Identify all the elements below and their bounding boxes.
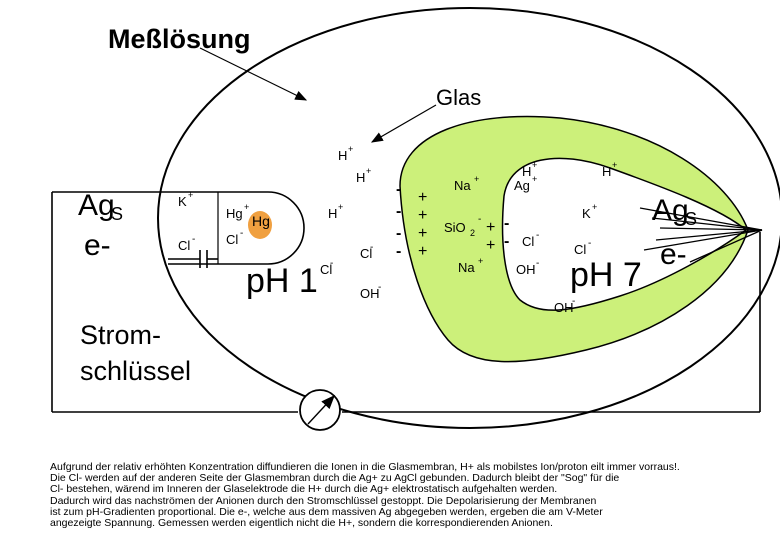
cl-left-bridge-charge: - <box>192 234 195 245</box>
na-ion-2-charge: + <box>478 256 483 266</box>
cl-solution-1-charge: - <box>370 242 373 253</box>
svg-text:-: - <box>504 215 509 232</box>
caption-line-3: Cl- bestehen, wärend im Inneren der Glas… <box>50 483 558 496</box>
ph7-label: pH 7 <box>570 256 642 294</box>
cl-solution-1: Cl <box>360 246 372 261</box>
messloesung-label: Meßlösung <box>108 24 251 54</box>
voltmeter-icon <box>299 389 341 431</box>
caption-line-4: Dadurch wird das nachströmen der Anionen… <box>50 494 597 507</box>
e-left-label: e- <box>84 229 111 262</box>
oh-inner: OH <box>516 262 536 277</box>
svg-text:-: - <box>396 243 401 260</box>
hg-ion-label: Hg <box>226 206 243 221</box>
glas-label: Glas <box>436 85 481 110</box>
svg-text:-: - <box>396 203 401 220</box>
cl-right-label: Cl <box>574 242 586 257</box>
cl-solution-2-charge: - <box>330 258 333 269</box>
h-ion-3: H <box>328 206 337 221</box>
capacitor-icon <box>168 250 218 268</box>
k-right-charge: + <box>592 202 597 212</box>
k-left-charge: + <box>188 190 193 200</box>
h-ion-4: H <box>522 164 531 179</box>
strom-label-line1: Strom- <box>80 320 161 350</box>
na-ion-1: Na <box>454 178 471 193</box>
svg-text:-: - <box>396 225 401 242</box>
svg-text:+: + <box>486 219 495 236</box>
membrane-inner-charges: + + - - <box>486 215 509 254</box>
glas-pointer <box>370 104 437 143</box>
ph1-label: pH 1 <box>246 262 318 300</box>
ag-wire-fan <box>639 207 763 263</box>
ags-left-main: Ag <box>78 189 115 222</box>
oh-solution: OH <box>360 286 380 301</box>
membrane-outer-plus: + + + + <box>418 189 427 260</box>
svg-text:+: + <box>418 189 427 206</box>
na-ion-2: Na <box>458 260 475 275</box>
strom-label-line2: schlüssel <box>80 356 191 386</box>
h-ion-5-charge: + <box>612 160 617 170</box>
svg-text:+: + <box>418 207 427 224</box>
e-right-label: e- <box>660 238 687 271</box>
glass-interior <box>501 157 748 311</box>
caption-line-6: angezeigte Spannung. Gemessen werden eig… <box>50 517 553 530</box>
sio2-charge: - <box>478 214 481 225</box>
cl-inner-right-charge: - <box>536 230 539 241</box>
h-ion-2-charge: + <box>366 166 371 176</box>
cl-left-inner: Cl <box>226 232 238 247</box>
cl-inner-right: Cl <box>522 234 534 249</box>
na-ion-1-charge: + <box>474 174 479 184</box>
h-ion-3-charge: + <box>338 202 343 212</box>
cl-left-inner-charge: - <box>240 228 243 239</box>
h-ion-1-charge: + <box>348 144 353 154</box>
explanation-caption: Aufgrund der relativ erhöhten Konzentrat… <box>50 461 770 530</box>
svg-text:+: + <box>418 225 427 242</box>
ag-ion-charge: + <box>532 174 537 184</box>
svg-text:-: - <box>396 181 401 198</box>
h-ion-1: H <box>338 148 347 163</box>
ags-left-sub: S <box>111 204 123 224</box>
svg-text:-: - <box>504 233 509 250</box>
h-ion-5: H <box>602 164 611 179</box>
oh-outer-right-charge: - <box>572 296 575 307</box>
ags-right-main: Ag <box>652 194 689 227</box>
sio2-label: SiO <box>444 220 466 235</box>
salt-bridge <box>168 191 305 265</box>
messloesung-pointer <box>199 47 308 101</box>
k-left-label: K <box>178 194 187 209</box>
cl-right-charge: - <box>588 238 591 249</box>
hg-drop <box>248 211 272 239</box>
hg-ion-charge: + <box>244 202 249 212</box>
h-ion-2: H <box>356 170 365 185</box>
caption-line-5: ist zum pH-Gradienten proportional. Die … <box>50 505 603 518</box>
cl-solution-2: Cl <box>320 262 332 277</box>
membrane-outer-minus: - - - - <box>396 181 401 260</box>
hg-metal-label: Hg <box>252 213 270 229</box>
sio2-sub: 2 <box>470 228 475 238</box>
oh-solution-charge: - <box>378 282 381 293</box>
cl-left-bridge: Cl <box>178 238 190 253</box>
ags-right-sub: S <box>685 209 697 229</box>
oh-inner-charge: - <box>536 258 539 269</box>
svg-text:+: + <box>418 243 427 260</box>
ag-ion-label: Ag <box>514 178 530 193</box>
caption-line-2: Die Cl- werden auf der anderen Seite der… <box>50 472 620 485</box>
caption-line-1: Aufgrund der relativ erhöhten Konzentrat… <box>50 461 680 473</box>
k-right-label: K <box>582 206 591 221</box>
svg-text:+: + <box>486 237 495 254</box>
h-ion-4-charge: + <box>532 160 537 170</box>
oh-outer-right: OH <box>554 300 574 315</box>
